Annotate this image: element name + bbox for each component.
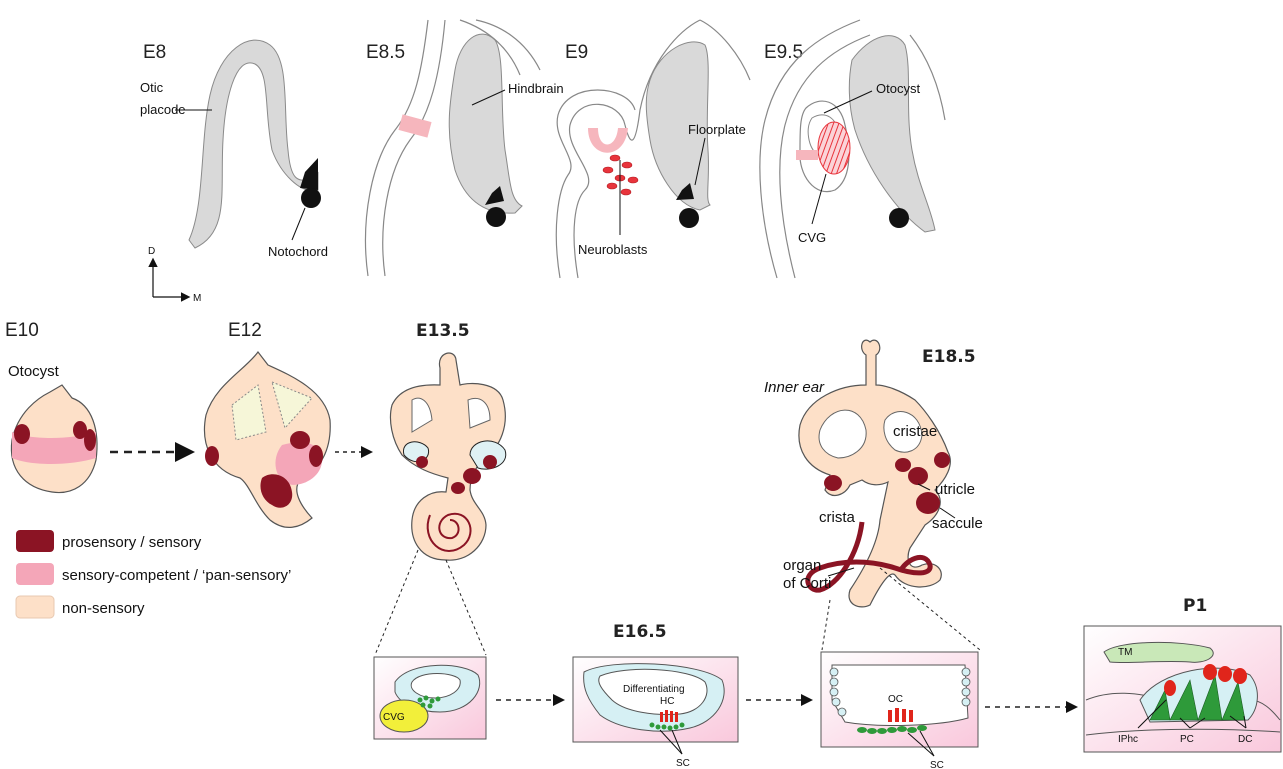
stage-label-e9: E9 bbox=[565, 42, 588, 63]
legend-label-prosensory: prosensory / sensory bbox=[62, 534, 202, 551]
legend-label-non-sensory: non-sensory bbox=[62, 600, 145, 617]
e18-5-cristae-2 bbox=[934, 452, 950, 468]
stage-label-p1: P1 bbox=[1183, 596, 1207, 616]
e9-5-hindbrain bbox=[849, 36, 935, 232]
label-oc: OC bbox=[888, 694, 903, 705]
axis-m-label: M bbox=[193, 293, 201, 304]
detail-box-e16-5: Differentiating HC bbox=[573, 657, 738, 742]
stage-label-e13-5: E13.5 bbox=[416, 321, 470, 341]
label-hindbrain: Hindbrain bbox=[508, 81, 564, 96]
label-notochord: Notochord bbox=[268, 244, 328, 259]
label-pc: PC bbox=[1180, 734, 1194, 745]
label-cvg-small: CVG bbox=[383, 712, 405, 723]
label-of-corti: of Corti bbox=[783, 575, 831, 592]
label-differentiating: Differentiating bbox=[623, 684, 685, 695]
label-cvg: CVG bbox=[798, 230, 826, 245]
e9-5-notochord bbox=[889, 208, 909, 228]
e8-floorplate bbox=[300, 158, 318, 190]
legend-swatch-pan-sensory bbox=[16, 563, 54, 585]
label-iphc: IPhc bbox=[1118, 734, 1138, 745]
stage-label-e12: E12 bbox=[228, 320, 262, 341]
e8-5-hindbrain bbox=[449, 34, 522, 213]
label-floorplate: Floorplate bbox=[688, 122, 746, 137]
e9-5-cvg bbox=[818, 122, 850, 174]
label-saccule: saccule bbox=[932, 515, 983, 532]
e18-5-utricle bbox=[908, 467, 928, 485]
legend-swatch-non-sensory bbox=[16, 596, 54, 618]
e8-neural-tissue bbox=[189, 40, 318, 248]
e9-pan-sensory bbox=[588, 128, 628, 153]
e18-5-cristae-1 bbox=[895, 458, 911, 472]
legend-label-pan-sensory: sensory-competent / ‘pan-sensory’ bbox=[62, 567, 291, 584]
stage-label-e9-5: E9.5 bbox=[764, 42, 803, 63]
legend-swatch-prosensory bbox=[16, 530, 54, 552]
label-otocyst: Otocyst bbox=[8, 363, 60, 380]
label-crista: crista bbox=[819, 509, 855, 526]
label-inner-ear: Inner ear bbox=[764, 379, 825, 396]
label-otocyst-top: Otocyst bbox=[876, 81, 920, 96]
stage-label-e8-5: E8.5 bbox=[366, 42, 405, 63]
label-placode: placode bbox=[140, 102, 186, 117]
label-sc-2: SC bbox=[930, 760, 944, 769]
label-sc-1: SC bbox=[676, 758, 690, 769]
e12-sensory-1 bbox=[205, 446, 219, 466]
e12-sensory-2 bbox=[290, 431, 310, 449]
stage-label-e16-5: E16.5 bbox=[613, 622, 667, 642]
detail-box-e18-5: OC bbox=[821, 652, 978, 747]
label-tm: TM bbox=[1118, 647, 1132, 658]
e8-5-pan-sensory-patch bbox=[398, 114, 431, 137]
e9-notochord bbox=[679, 208, 699, 228]
label-neuroblasts: Neuroblasts bbox=[578, 242, 648, 257]
detail-box-p1: TM IPhc PC DC bbox=[1084, 626, 1281, 752]
e10-sensory-patch-right-2 bbox=[84, 429, 96, 451]
label-organ: organ bbox=[783, 557, 821, 574]
label-hc: HC bbox=[660, 696, 674, 707]
legend: prosensory / sensory sensory-competent /… bbox=[16, 530, 291, 618]
stage-label-e8: E8 bbox=[143, 42, 166, 63]
label-otic: Otic bbox=[140, 80, 164, 95]
e8-5-notochord bbox=[486, 207, 506, 227]
e18-5-crista bbox=[824, 475, 842, 491]
axis-d-label: D bbox=[148, 246, 155, 257]
detail-box-e13-5: CVG bbox=[374, 657, 486, 739]
e10-sensory-patch-left bbox=[14, 424, 30, 444]
e8-notochord bbox=[301, 188, 321, 208]
label-dc: DC bbox=[1238, 734, 1252, 745]
stage-label-e18-5: E18.5 bbox=[922, 347, 976, 367]
stage-label-e10: E10 bbox=[5, 320, 39, 341]
label-cristae: cristae bbox=[893, 423, 937, 440]
label-utricle: utricle bbox=[935, 481, 975, 498]
e12-sensory-3 bbox=[309, 445, 323, 467]
